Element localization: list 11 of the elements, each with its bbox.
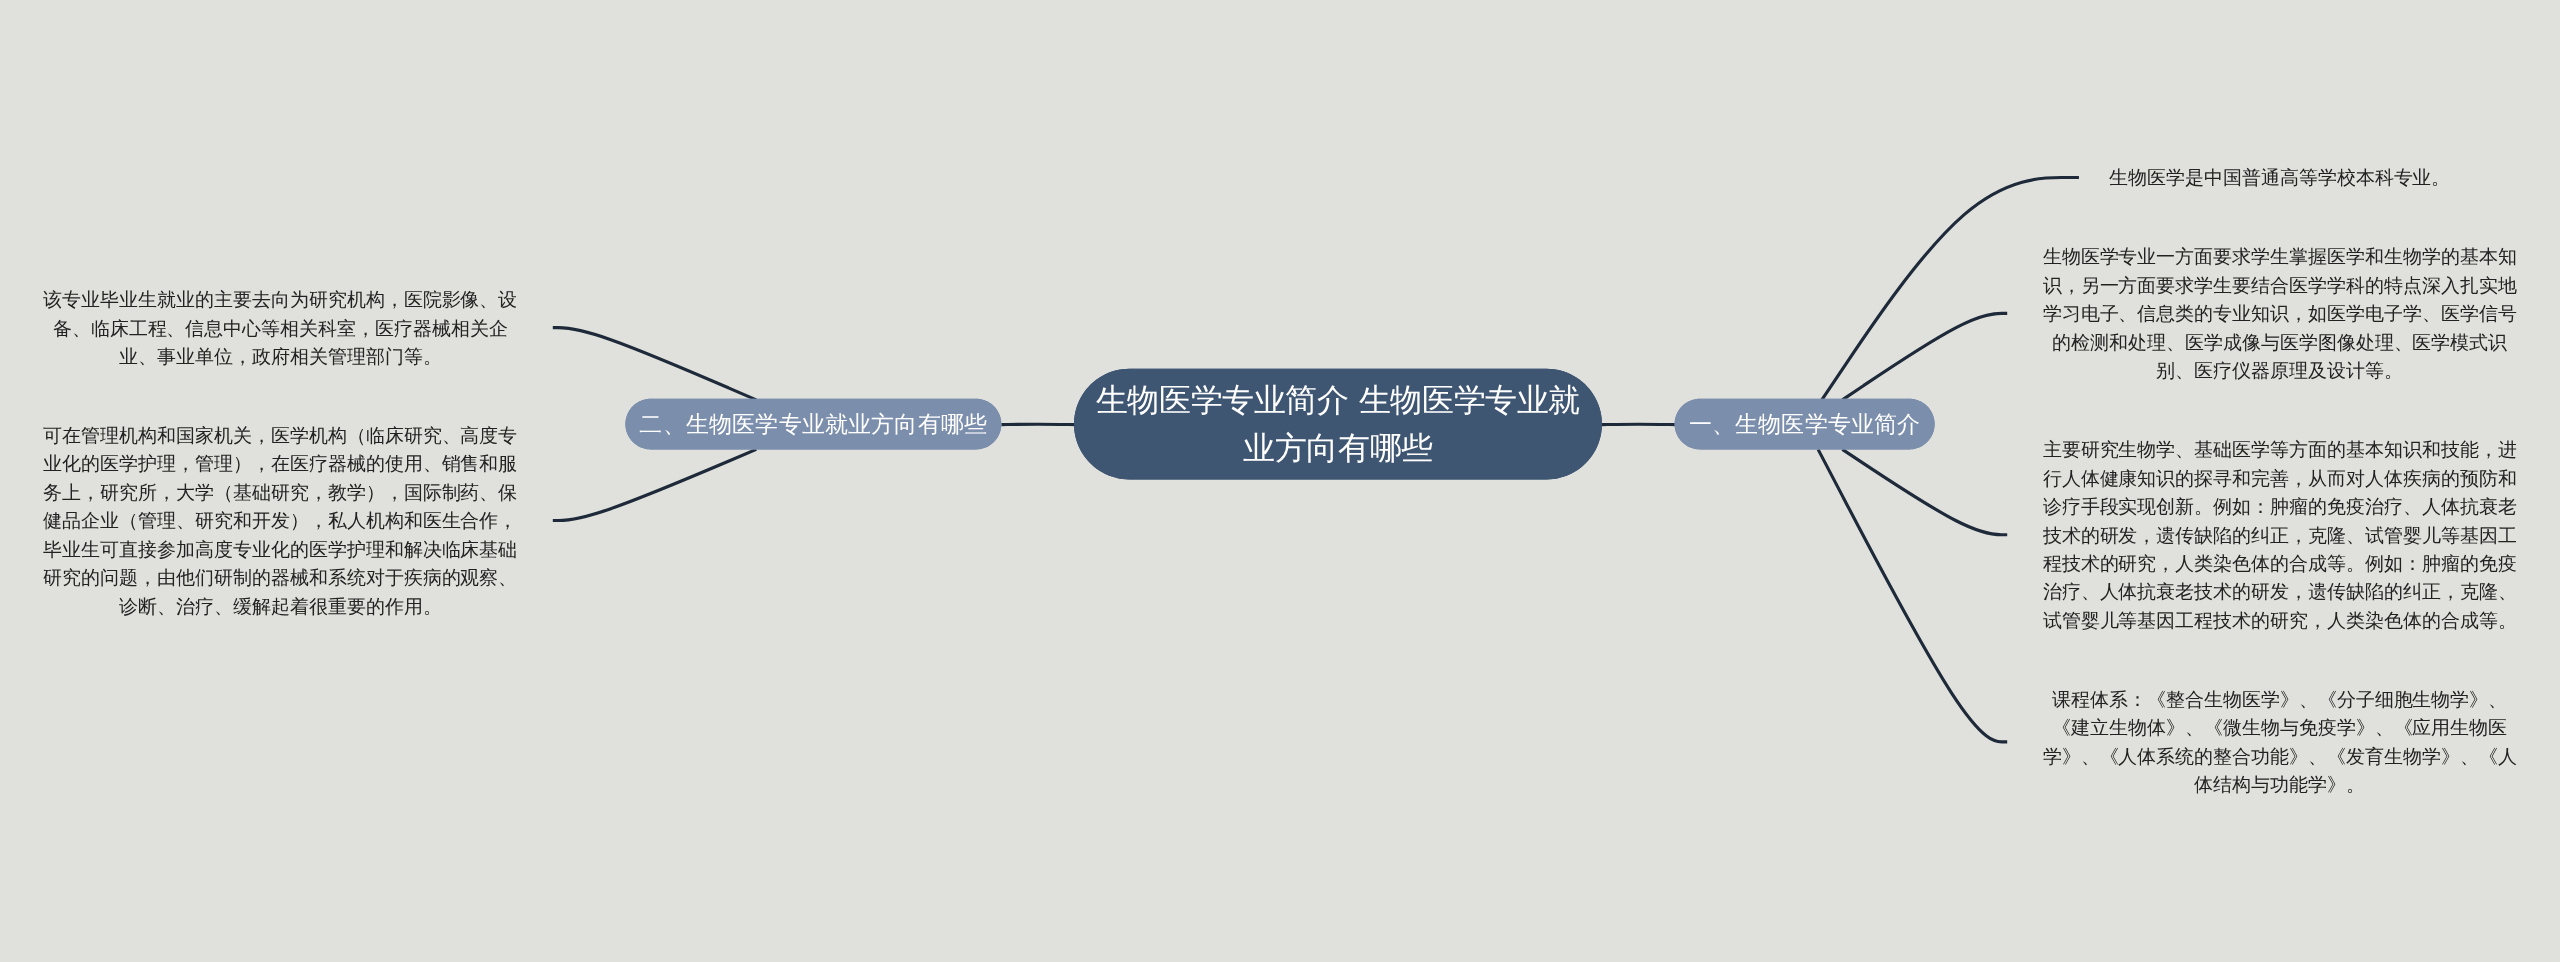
- node-text: 主要研究生物学、基础医学等方面的基本知识和技能，进行人体健康知识的探寻和完善，从而对人体疾病的预防和诊疗手段实现创新。例如：肿瘤的免疫治疗、人体抗衰老技术的研发，遗传缺陷的纠正，克隆、试管婴儿等基因工程技术的研究，人类染色体的合成等。例如：肿瘤的免疫治疗、人体抗衰老技术的研发，遗传缺陷的纠正，克隆、试管婴儿等基因工程技术的研究，人类染色体的合成等。: [2042, 438, 2517, 632]
- connector: [1601, 422, 1676, 427]
- node-text: 该专业毕业生就业的主要去向为研究机构，医院影像、设备、临床工程、信息中心等相关科室，医疗器械相关企业、事业单位，政府相关管理部门等。: [43, 288, 518, 368]
- node-text: 生物医学专业一方面要求学生掌握医学和生物学的基本知识，另一方面要求学生要结合医学学科的特点深入扎实地学习电子、信息类的专业知识，如医学电子学、医学信号的检测和处理、医学成像与医学图像处理、医学模式识别、医疗仪器原理及设计等。: [2042, 245, 2517, 382]
- connector: [552, 447, 757, 523]
- connector: [1820, 175, 2080, 401]
- connector: [1816, 448, 2008, 744]
- node-text: 生物医学是中国普通高等学校本科专业。: [2108, 166, 2451, 189]
- node-text: 课程体系：《整合生物医学》、《分子细胞生物学》、《建立生物体》、《微生物与免疫学》、《应用生物医学》、《人体系统的整合功能》、《发育生物学》、《人体结构与功能学》。: [2042, 688, 2517, 796]
- node-text: 可在管理机构和国家机关，医学机构（临床研究、高度专业化的医学护理，管理），在医疗器械的使用、销售和服务上，研究所，大学（基础研究，教学），国际制药、保健品企业（管理、研究和开发），私人机构和医生合作，毕业生可直接参加高度专业化的医学护理和解决临床基础研究的问题，由他们研制的器械和系统对于疾病的观察、诊断、治疗、缓解起着很重要的作用。: [43, 424, 518, 617]
- connector: [1841, 448, 2008, 537]
